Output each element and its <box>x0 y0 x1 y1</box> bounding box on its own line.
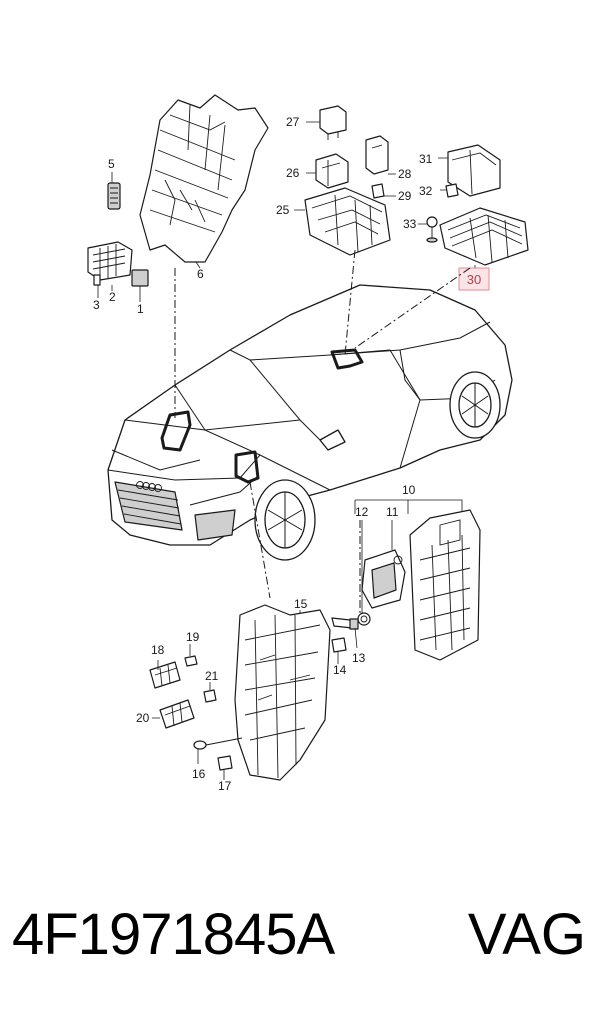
part-18-fuse-holder <box>149 661 181 689</box>
callout-6: 6 <box>197 267 204 281</box>
callout-10: 10 <box>402 483 416 497</box>
callout-21: 21 <box>205 669 219 683</box>
callout-13: 13 <box>352 651 366 665</box>
relay-carrier-6 <box>139 94 269 263</box>
part-1-relay <box>131 269 149 287</box>
part-20-fuse-holder <box>159 699 195 729</box>
part-3-terminal <box>93 274 101 286</box>
part-21-fuse <box>203 689 217 703</box>
callout-25: 25 <box>276 203 290 217</box>
callout-16: 16 <box>192 767 206 781</box>
part-11-socket <box>361 549 406 609</box>
brand-label: VAG <box>467 902 586 967</box>
callout-30-highlight[interactable]: 30 <box>458 267 490 291</box>
callout-31: 31 <box>419 152 433 166</box>
callout-14: 14 <box>333 663 347 677</box>
part-12-grommet <box>357 612 371 626</box>
part-15-bracket <box>234 604 331 781</box>
part-31-relay-block <box>447 144 501 197</box>
callout-19: 19 <box>186 630 200 644</box>
callout-30-label: 30 <box>467 272 481 287</box>
part-30-fuse-carrier[interactable] <box>439 207 529 266</box>
callout-3: 3 <box>93 298 100 312</box>
part-28-fuse <box>365 135 389 175</box>
part-13-bolt <box>331 617 359 630</box>
part-27-relay <box>319 105 347 140</box>
part-29-fuse <box>371 183 385 199</box>
part-26-socket <box>315 153 349 189</box>
callout-33: 33 <box>403 217 417 231</box>
callout-12: 12 <box>355 505 369 519</box>
part-25-fuse-box <box>304 187 391 256</box>
callout-20: 20 <box>136 711 150 725</box>
footer: 4F1971845A VAG <box>0 890 600 980</box>
callout-27: 27 <box>286 115 300 129</box>
callout-15: 15 <box>294 597 308 611</box>
callout-26: 26 <box>286 166 300 180</box>
parts-diagram: 30 <box>87 94 529 793</box>
part-16-screw <box>193 737 243 750</box>
part-5-connector <box>107 182 121 210</box>
part-32-fuse <box>445 183 459 198</box>
callout-11: 11 <box>386 505 399 519</box>
callout-5: 5 <box>108 157 115 171</box>
part-33-bolt <box>426 216 438 243</box>
part-2-connector <box>87 241 133 281</box>
part-14-nut <box>331 637 347 653</box>
callout-28: 28 <box>398 167 412 181</box>
part-10-control-unit <box>409 509 481 661</box>
callout-1: 1 <box>137 302 144 316</box>
callout-32: 32 <box>419 184 433 198</box>
callout-labels: 5 2 3 1 6 27 26 28 29 25 31 32 33 10 12 … <box>93 115 433 793</box>
car-illustration <box>107 284 513 561</box>
callout-18: 18 <box>151 643 165 657</box>
part-17-nut <box>217 755 233 771</box>
callout-2: 2 <box>109 290 116 304</box>
part-19-fuse <box>184 655 198 667</box>
callout-29: 29 <box>398 189 412 203</box>
part-number: 4F1971845A <box>12 902 335 967</box>
callout-17: 17 <box>218 779 232 793</box>
